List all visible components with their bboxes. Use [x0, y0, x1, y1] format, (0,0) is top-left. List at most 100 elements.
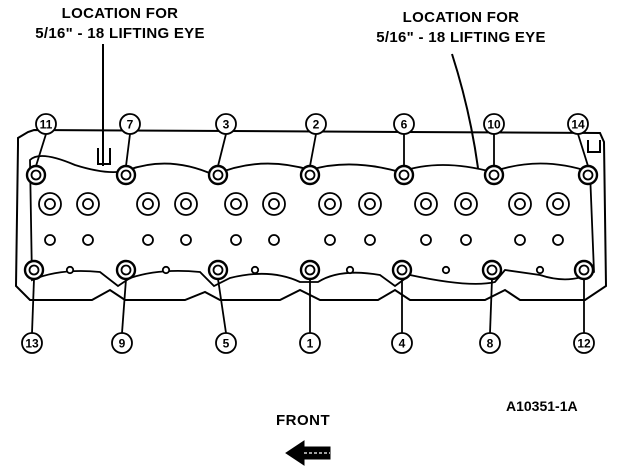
port-hole — [82, 234, 94, 246]
head-bolt — [393, 164, 415, 186]
small-hole — [345, 265, 355, 275]
sequence-number-ring — [573, 332, 595, 354]
sequence-number-ring — [119, 113, 141, 135]
bolt-sequence-number: 2 — [313, 118, 320, 132]
port-hole — [460, 234, 472, 246]
left-callout-line2: 5/16" - 18 LIFTING EYE — [35, 25, 205, 42]
small-hole — [535, 265, 545, 275]
small-hole — [441, 265, 451, 275]
bolt-sequence-number: 8 — [487, 337, 494, 351]
port-hole — [142, 234, 154, 246]
sequence-number-ring — [391, 332, 413, 354]
valve-stem — [420, 198, 432, 210]
right-callout-line1: LOCATION FOR — [402, 9, 520, 26]
head-bolt — [577, 164, 599, 186]
sequence-number-ring — [215, 332, 237, 354]
head-bolt-center — [396, 264, 408, 276]
port-hole — [420, 234, 432, 246]
sequence-number-ring — [567, 113, 589, 135]
sequence-number-ring — [393, 113, 415, 135]
right-lifting-eye-tab — [587, 140, 601, 153]
right-callout-line2: 5/16" - 18 LIFTING EYE — [376, 29, 546, 46]
head-bolt — [299, 164, 321, 186]
head-bolt — [573, 259, 595, 281]
figure-id: A10351-1A — [506, 398, 578, 414]
head-bolt — [25, 164, 47, 186]
port-hole — [324, 234, 336, 246]
bolt-leader-line — [31, 278, 35, 334]
head-bolt-center — [212, 169, 224, 181]
small-hole — [65, 265, 75, 275]
head-bolt — [207, 164, 229, 186]
bolt-sequence-number: 5 — [223, 337, 230, 351]
valve-stem — [460, 198, 472, 210]
valve-stem — [514, 198, 526, 210]
bolt-leader-line — [217, 278, 227, 334]
port-hole — [44, 234, 56, 246]
head-inner-outline — [29, 155, 595, 288]
bolt-sequence-number: 3 — [223, 118, 230, 132]
front-label: FRONT — [276, 412, 331, 429]
valve-stem — [552, 198, 564, 210]
sequence-number-ring — [111, 332, 133, 354]
left-lifting-eye-callout: LOCATION FOR 5/16" - 18 LIFTING EYE — [2, 4, 238, 44]
valve-stem — [268, 198, 280, 210]
bolt-sequence-number: 12 — [577, 337, 591, 351]
valve-ports — [38, 192, 570, 275]
head-bolt — [481, 259, 503, 281]
head-bolt-center — [120, 169, 132, 181]
bolt-sequence-number: 1 — [307, 337, 314, 351]
head-bolt-center — [304, 264, 316, 276]
bolt-leader-line — [577, 133, 589, 167]
small-hole — [161, 265, 171, 275]
sequence-number-ring — [483, 113, 505, 135]
sequence-number-ring — [479, 332, 501, 354]
head-bolt — [115, 259, 137, 281]
head-bolt-center — [304, 169, 316, 181]
head-bolt-center — [488, 169, 500, 181]
bolt-leader-line — [121, 278, 127, 334]
bolt-sequence-number: 14 — [571, 118, 585, 132]
head-bolt — [391, 259, 413, 281]
right-callout-leader — [451, 53, 479, 169]
bolt-sequence-number: 9 — [119, 337, 126, 351]
head-bolt — [23, 259, 45, 281]
head-bolt-center — [28, 264, 40, 276]
valve-stem — [230, 198, 242, 210]
port-hole — [364, 234, 376, 246]
head-bolt — [483, 164, 505, 186]
sequence-number-ring — [305, 113, 327, 135]
head-bolt — [115, 164, 137, 186]
bolt-sequence-number: 10 — [487, 118, 501, 132]
head-bolt-center — [30, 169, 42, 181]
front-arrow — [285, 440, 331, 466]
bolt-sequence-number: 11 — [40, 118, 53, 132]
bolt-leader-line — [35, 133, 47, 167]
sequence-number-ring — [215, 113, 237, 135]
bolt-leader-line — [125, 133, 131, 167]
valve-stem — [180, 198, 192, 210]
head-bolt — [207, 259, 229, 281]
head-bolt-center — [578, 264, 590, 276]
sequence-number-ring — [35, 113, 57, 135]
port-hole — [514, 234, 526, 246]
bolt-sequence-number: 6 — [401, 118, 408, 132]
head-bolt-center — [120, 264, 132, 276]
right-lifting-eye-callout: LOCATION FOR 5/16" - 18 LIFTING EYE — [356, 8, 566, 48]
bolt-leader-line — [309, 133, 317, 167]
valve-stem — [82, 198, 94, 210]
bolt-sequence-number: 13 — [25, 337, 39, 351]
head-bolt-center — [212, 264, 224, 276]
head-bolt-center — [582, 169, 594, 181]
small-hole — [250, 265, 260, 275]
bolt-sequence-number: 4 — [399, 337, 406, 351]
left-callout-line1: LOCATION FOR — [61, 5, 179, 22]
valve-stem — [44, 198, 56, 210]
sequence-number-ring — [21, 332, 43, 354]
port-hole — [552, 234, 564, 246]
port-hole — [180, 234, 192, 246]
valve-stem — [324, 198, 336, 210]
bolt-sequence-number: 7 — [127, 118, 134, 132]
head-bolt-center — [486, 264, 498, 276]
